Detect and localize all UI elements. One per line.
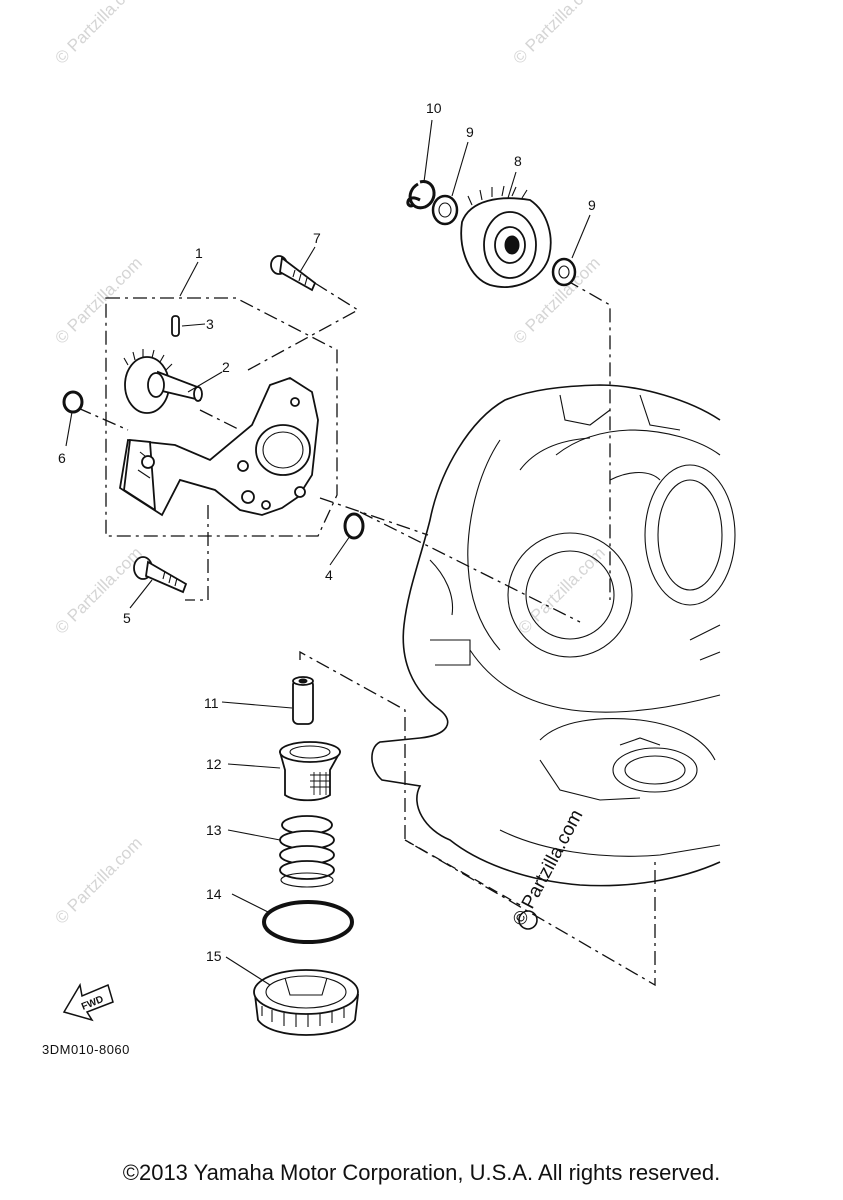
o-ring-4 [343, 512, 365, 540]
callout-5: 5 [123, 610, 131, 626]
callout-11: 11 [204, 695, 219, 711]
callout-6: 6 [58, 450, 66, 466]
watermark: © Partzilla.com [509, 0, 603, 68]
plug-14 [253, 969, 360, 1036]
callout-9b: 9 [588, 197, 596, 213]
callout-12: 12 [206, 756, 222, 772]
oil-pump-assembly [119, 377, 319, 517]
gear-8 [460, 185, 552, 288]
callout-9a: 9 [466, 124, 474, 140]
fwd-arrow-icon: FWD [62, 982, 114, 1022]
watermark: © Partzilla.com [51, 833, 145, 927]
watermark: © Partzilla.com [51, 0, 145, 68]
pipe-11 [292, 676, 314, 725]
callout-15: 14 [206, 886, 222, 902]
circlip-10 [406, 180, 436, 210]
strainer-12 [279, 741, 341, 802]
callout-13: 13 [206, 822, 222, 838]
leader-lines [77, 279, 656, 987]
callout-leaders [65, 119, 591, 986]
callout-1: 1 [195, 245, 203, 261]
o-ring-6 [62, 390, 84, 414]
spring-13 [279, 815, 335, 888]
bolt-5 [133, 556, 188, 594]
callout-4: 4 [325, 567, 333, 583]
watermark: © Partzilla.com [514, 543, 608, 637]
diagram-code: 3DM010-8060 [42, 1042, 130, 1057]
callout-7: 7 [313, 230, 321, 246]
watermark: © Partzilla.com [509, 806, 588, 929]
oil-pump-gear [123, 349, 203, 414]
washer-9b [551, 257, 577, 287]
callout-8: 8 [514, 153, 522, 169]
callout-3: 3 [206, 316, 214, 332]
callout-2: 2 [222, 359, 230, 375]
washer-9a [431, 194, 459, 226]
callout-10: 10 [426, 100, 442, 116]
callout-14: 15 [206, 948, 222, 964]
crankcase [371, 384, 736, 887]
watermark: © Partzilla.com [51, 543, 145, 637]
screw-7 [270, 255, 317, 292]
pin [171, 315, 180, 337]
callout-labels: 1 2 3 4 5 6 7 8 9 9 10 11 12 13 14 15 [58, 100, 596, 964]
watermark-overlay: © Partzilla.com [509, 806, 588, 930]
o-ring-15 [262, 900, 354, 944]
copyright-notice: ©2013 Yamaha Motor Corporation, U.S.A. A… [122, 1160, 721, 1185]
watermark: © Partzilla.com [51, 253, 145, 347]
